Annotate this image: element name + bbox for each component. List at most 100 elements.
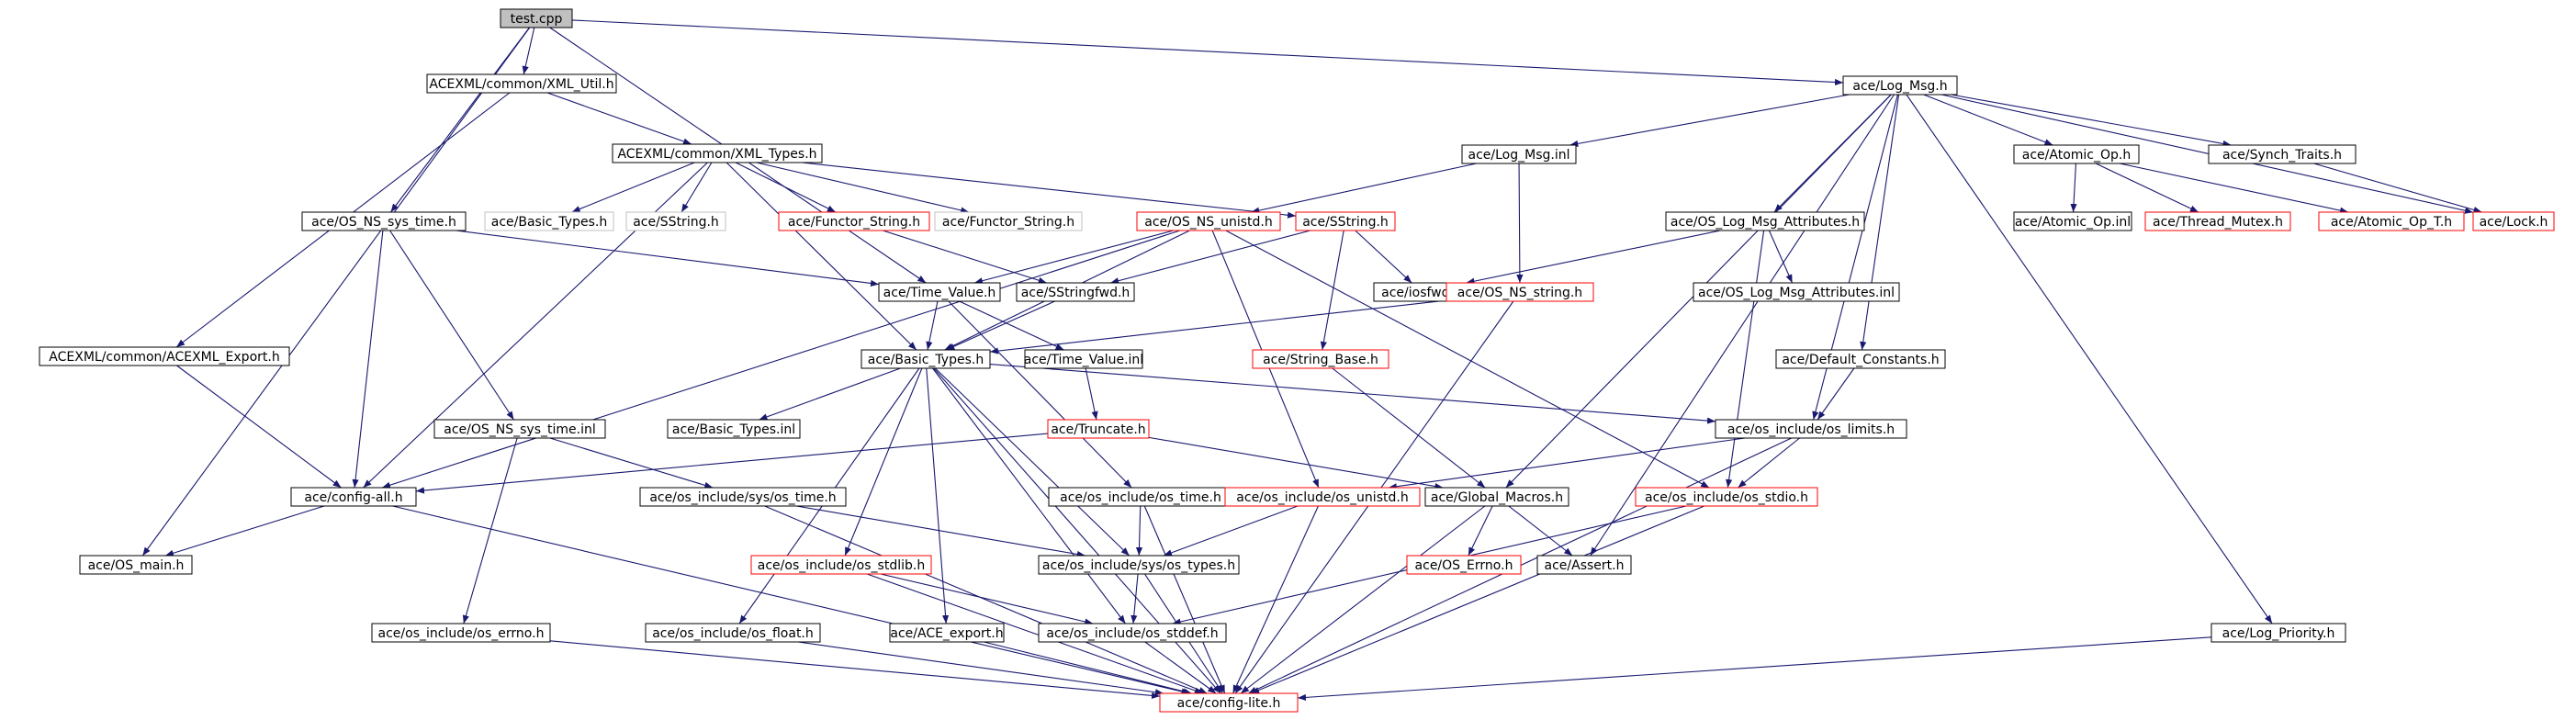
graph-node-sys-os-types[interactable]: ace/os_include/sys/os_types.h bbox=[1038, 555, 1240, 575]
node-label: ace/OS_Log_Msg_Attributes.h bbox=[1670, 215, 1860, 230]
node-box bbox=[2144, 211, 2291, 231]
dependency-edge-os_log_msg_attr-to-os_stdio bbox=[1726, 230, 1765, 489]
node-box bbox=[639, 487, 847, 507]
graph-node-os-unistd[interactable]: ace/os_include/os_unistd.h bbox=[1224, 487, 1421, 507]
dependency-edge-os_limits-to-os_stdio bbox=[1738, 437, 1800, 489]
graph-node-time-value[interactable]: ace/Time_Value.h bbox=[878, 282, 1001, 302]
graph-node-os-time[interactable]: ace/os_include/os_time.h bbox=[1048, 487, 1233, 507]
dependency-edge-sys_os_types-to-os_stddef bbox=[1131, 573, 1139, 624]
dependency-edge-xml_types-to-basic_types_ghost bbox=[571, 162, 695, 213]
node-label: ace/os_include/sys/os_time.h bbox=[649, 490, 836, 505]
graph-node-atomic-op-t[interactable]: ace/Atomic_Op_T.h bbox=[2318, 211, 2465, 231]
graph-node-test-cpp[interactable]: test.cpp bbox=[500, 8, 573, 28]
graph-node-lock-h[interactable]: ace/Lock.h bbox=[2472, 211, 2555, 231]
graph-node-sstring-ghost: ace/SString.h bbox=[625, 211, 726, 231]
dependency-edge-sstring_red-to-string_base bbox=[1320, 230, 1344, 351]
graph-node-config-lite[interactable]: ace/config-lite.h bbox=[1159, 692, 1299, 713]
node-label: ace/Log_Msg.inl bbox=[1468, 148, 1570, 163]
graph-node-atomic-op-inl[interactable]: ace/Atomic_Op.inl bbox=[2013, 211, 2132, 231]
node-label: ace/SString.h bbox=[1302, 215, 1389, 230]
graph-node-os-limits[interactable]: ace/os_include/os_limits.h bbox=[1715, 419, 1907, 439]
graph-node-os-log-msg-attr[interactable]: ace/OS_Log_Msg_Attributes.h bbox=[1665, 211, 1865, 231]
graph-node-synch-traits[interactable]: ace/Synch_Traits.h bbox=[2208, 144, 2357, 164]
dependency-edge-os_time-to-config_lite bbox=[1143, 505, 1226, 694]
node-box bbox=[1665, 211, 1865, 231]
graph-node-os-stdio[interactable]: ace/os_include/os_stdio.h bbox=[1635, 487, 1818, 507]
graph-node-thread-mutex[interactable]: ace/Thread_Mutex.h bbox=[2144, 211, 2291, 231]
graph-node-string-base[interactable]: ace/String_Base.h bbox=[1252, 349, 1389, 369]
node-label: ace/ACE_export.h bbox=[890, 626, 1003, 641]
dependency-edge-basic_types-to-os_limits bbox=[989, 363, 1716, 424]
graph-node-basic-types-inl[interactable]: ace/Basic_Types.inl bbox=[667, 419, 801, 439]
graph-node-log-msg[interactable]: ace/Log_Msg.h bbox=[1842, 75, 1958, 96]
graph-node-acexml-export[interactable]: ACEXML/common/ACEXML_Export.h bbox=[39, 346, 290, 366]
graph-node-os-ns-sys-time-inl[interactable]: ace/OS_NS_sys_time.inl bbox=[433, 419, 606, 439]
graph-node-os-main[interactable]: ace/OS_main.h bbox=[79, 555, 193, 575]
graph-node-os-errno-h[interactable]: ace/OS_Errno.h bbox=[1406, 555, 1522, 575]
dependency-edge-ace_export-to-config_lite bbox=[984, 641, 1192, 695]
node-box bbox=[1461, 144, 1577, 164]
node-label: ace/OS_NS_sys_time.h bbox=[311, 215, 456, 230]
graph-node-os-ns-sys-time[interactable]: ace/OS_NS_sys_time.h bbox=[301, 211, 467, 231]
dependency-edge-test_cpp-to-os_ns_sys_time bbox=[390, 27, 530, 213]
node-box bbox=[433, 419, 606, 439]
dependency-edge-sys_os_time-to-sys_os_types bbox=[796, 505, 1086, 558]
node-label: ace/Time_Value.inl bbox=[1024, 353, 1143, 367]
node-label: ace/OS_NS_unistd.h bbox=[1144, 215, 1273, 230]
dependency-edge-os_ns_unistd-to-os_stdio bbox=[1225, 230, 1710, 489]
graph-node-iosfwd[interactable]: ace/iosfwd.h bbox=[1373, 282, 1470, 302]
graph-node-os-ns-string[interactable]: ace/OS_NS_string.h bbox=[1445, 282, 1594, 302]
node-label: ACEXML/common/ACEXML_Export.h bbox=[49, 350, 279, 365]
graph-node-os-errno[interactable]: ace/os_include/os_errno.h bbox=[371, 623, 551, 643]
dependency-edge-xml_types-to-config_all bbox=[363, 162, 708, 489]
node-box bbox=[2210, 623, 2346, 643]
graph-node-xml-types[interactable]: ACEXML/common/XML_Types.h bbox=[612, 143, 823, 163]
dependency-edge-basic_types-to-os_stddef bbox=[932, 367, 1126, 624]
node-label: ace/OS_NS_string.h bbox=[1457, 286, 1582, 300]
graph-node-default-constants[interactable]: ace/Default_Constants.h bbox=[1775, 349, 1946, 369]
graph-node-os-ns-unistd[interactable]: ace/OS_NS_unistd.h bbox=[1136, 211, 1281, 231]
graph-node-log-priority[interactable]: ace/Log_Priority.h bbox=[2210, 623, 2346, 643]
node-label: ace/OS_main.h bbox=[88, 558, 185, 573]
dependency-edge-os_ns_unistd-to-time_value bbox=[973, 230, 1175, 285]
graph-node-os-log-msg-attr-inl[interactable]: ace/OS_Log_Msg_Attributes.inl bbox=[1693, 282, 1900, 302]
node-box bbox=[1536, 555, 1632, 575]
graph-node-ace-export[interactable]: ace/ACE_export.h bbox=[889, 623, 1005, 643]
node-box bbox=[878, 282, 1001, 302]
graph-node-truncate[interactable]: ace/Truncate.h bbox=[1047, 419, 1150, 439]
node-box bbox=[371, 623, 551, 643]
dependency-edge-basic_types-to-sys_os_types bbox=[934, 367, 1131, 557]
dependency-edge-xml_types-to-sstring_ghost bbox=[681, 162, 713, 213]
dependency-edge-log_msg-to-os_limits bbox=[1812, 94, 1898, 421]
graph-node-os-stddef[interactable]: ace/os_include/os_stddef.h bbox=[1038, 623, 1227, 643]
graph-node-basic-types[interactable]: ace/Basic_Types.h bbox=[861, 349, 991, 369]
graph-node-os-stdlib[interactable]: ace/os_include/os_stdlib.h bbox=[750, 555, 932, 575]
node-box bbox=[861, 349, 991, 369]
graph-node-sys-os-time[interactable]: ace/os_include/sys/os_time.h bbox=[639, 487, 847, 507]
dependency-edge-os_stdlib-to-config_lite bbox=[866, 573, 1204, 694]
node-box bbox=[667, 419, 801, 439]
graph-node-os-float[interactable]: ace/os_include/os_float.h bbox=[645, 623, 821, 643]
dependency-edge-global_macros-to-config_lite bbox=[1240, 505, 1486, 694]
dependency-edge-atomic_op-to-atomic_op_inl bbox=[2070, 163, 2077, 213]
node-label: ace/os_include/os_stddef.h bbox=[1046, 626, 1218, 641]
graph-node-time-value-inl[interactable]: ace/Time_Value.inl bbox=[1024, 349, 1143, 369]
graph-node-config-all[interactable]: ace/config-all.h bbox=[290, 487, 417, 507]
node-box bbox=[934, 211, 1083, 231]
graph-node-sstring-red[interactable]: ace/SString.h bbox=[1295, 211, 1396, 231]
graph-node-xml-util[interactable]: ACEXML/common/XML_Util.h bbox=[426, 73, 617, 94]
graph-node-global-macros[interactable]: ace/Global_Macros.h bbox=[1424, 487, 1569, 507]
dependency-edge-test_cpp-to-log_msg bbox=[571, 19, 1844, 86]
graph-node-functor-string-red[interactable]: ace/Functor_String.h bbox=[778, 211, 930, 231]
graph-node-atomic-op[interactable]: ace/Atomic_Op.h bbox=[2013, 144, 2140, 164]
dependency-edge-sys_os_time-to-config_lite bbox=[764, 505, 1208, 694]
graph-node-sstringfwd[interactable]: ace/SStringfwd.h bbox=[1016, 282, 1135, 302]
graph-node-assert-h[interactable]: ace/Assert.h bbox=[1536, 555, 1632, 575]
dependency-edge-time_value-to-time_value_inl bbox=[959, 300, 1064, 351]
graph-node-log-msg-inl[interactable]: ace/Log_Msg.inl bbox=[1461, 144, 1577, 164]
node-box bbox=[1842, 75, 1958, 96]
dependency-edge-time_value-to-basic_types bbox=[926, 300, 939, 351]
node-label: ace/os_include/os_stdlib.h bbox=[758, 558, 925, 573]
dependency-edge-truncate-to-global_macros bbox=[1148, 436, 1444, 490]
